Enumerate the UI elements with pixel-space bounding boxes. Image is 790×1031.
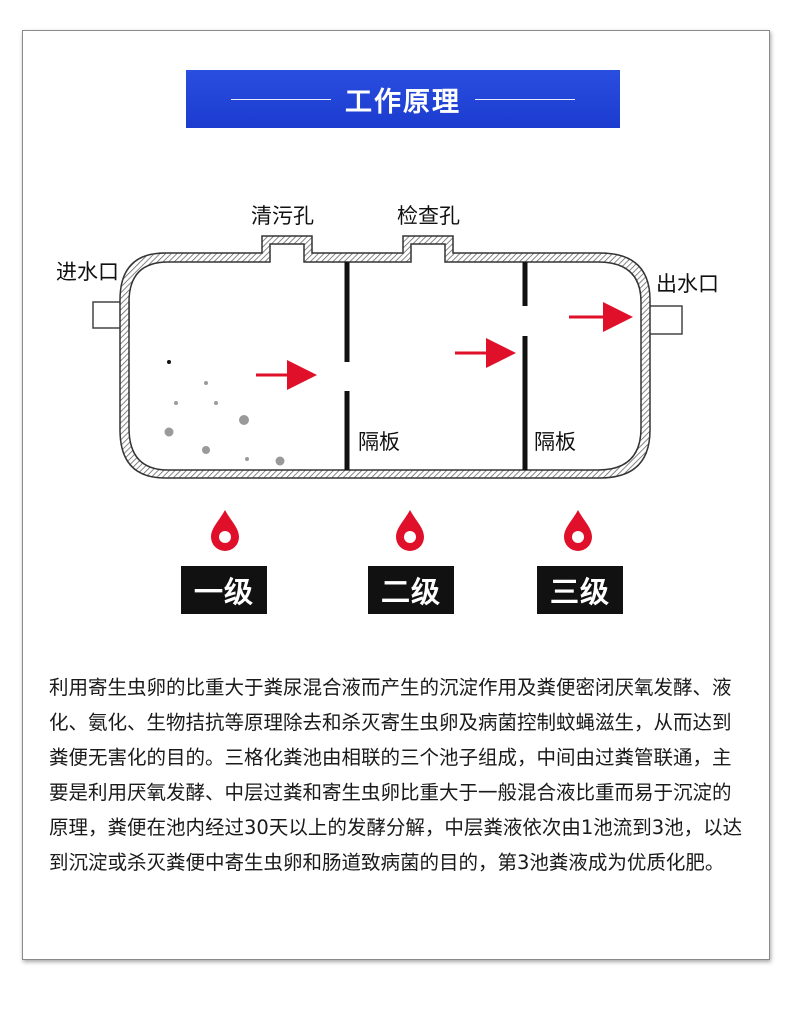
page-title: 工作原理: [345, 86, 461, 118]
inlet-label: 进水口: [56, 260, 119, 284]
sediment-dots: [164, 360, 285, 466]
cleaning-hole-label: 清污孔: [251, 204, 314, 228]
tank-shell: [119, 235, 651, 479]
inspection-hole-label: 检查孔: [397, 204, 460, 228]
title-banner: 工作原理: [186, 70, 620, 128]
description-paragraph: 利用寄生虫卵的比重大于粪尿混合液而产生的沉淀作用及粪便密闭厌氧发酵、液化、氨化、…: [49, 676, 743, 874]
drop-icon-3: [564, 510, 592, 551]
stage-2-badge: 二级: [368, 566, 454, 614]
partition-1-label: 隔板: [358, 430, 400, 454]
drop-icon-2: [396, 510, 424, 551]
stage-1-badge: 一级: [181, 566, 267, 614]
drop-icon-1: [211, 510, 239, 551]
stage-3-badge: 三级: [537, 566, 623, 614]
partition-2-label: 隔板: [534, 430, 576, 454]
banner-left-line: [231, 98, 331, 100]
banner-right-line: [475, 98, 575, 100]
outlet-label: 出水口: [656, 272, 719, 296]
content-frame: [22, 30, 770, 960]
